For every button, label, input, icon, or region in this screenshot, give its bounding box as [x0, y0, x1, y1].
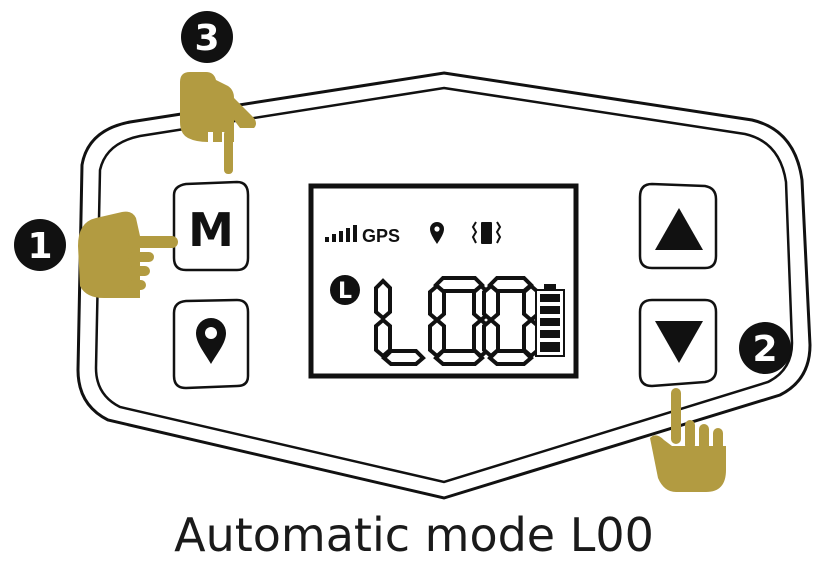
step-number: 1 [27, 226, 52, 267]
device-outer-outline [76, 71, 812, 500]
hand-pointer-icon [180, 72, 256, 174]
battery-cell [540, 294, 560, 302]
step-badge-1: 1 [14, 219, 66, 271]
mode-button[interactable]: M [172, 180, 250, 272]
battery-cell [540, 318, 560, 326]
step-badge-2: 2 [739, 322, 791, 374]
battery-cell [540, 342, 560, 352]
hand-pointer-icon [78, 211, 178, 298]
mode-indicator-circle [330, 275, 360, 305]
step-number: 2 [752, 329, 777, 370]
mode-button-label: M [188, 203, 234, 257]
battery-cell [540, 306, 560, 314]
step-number: 3 [194, 18, 219, 59]
location-button[interactable] [172, 298, 250, 390]
up-button[interactable] [638, 182, 718, 270]
hand-pointer-icon [650, 388, 726, 492]
lcd-screen: GPS L [308, 183, 579, 379]
battery-cell [540, 330, 560, 338]
device-inner-outline [94, 86, 794, 484]
vibration-icon [471, 221, 502, 244]
gps-label: GPS [362, 226, 400, 246]
down-arrow-icon [655, 321, 703, 363]
step-badge-3: 3 [181, 11, 233, 63]
location-pin-icon [196, 318, 226, 364]
gps-location-icon [430, 222, 444, 244]
up-arrow-icon [655, 208, 703, 250]
battery-icon [535, 284, 565, 357]
diagram-caption: Automatic mode L00 [174, 508, 654, 562]
down-button[interactable] [638, 298, 718, 388]
mode-indicator-letter: L [338, 279, 352, 304]
signal-bars-icon [325, 225, 357, 242]
